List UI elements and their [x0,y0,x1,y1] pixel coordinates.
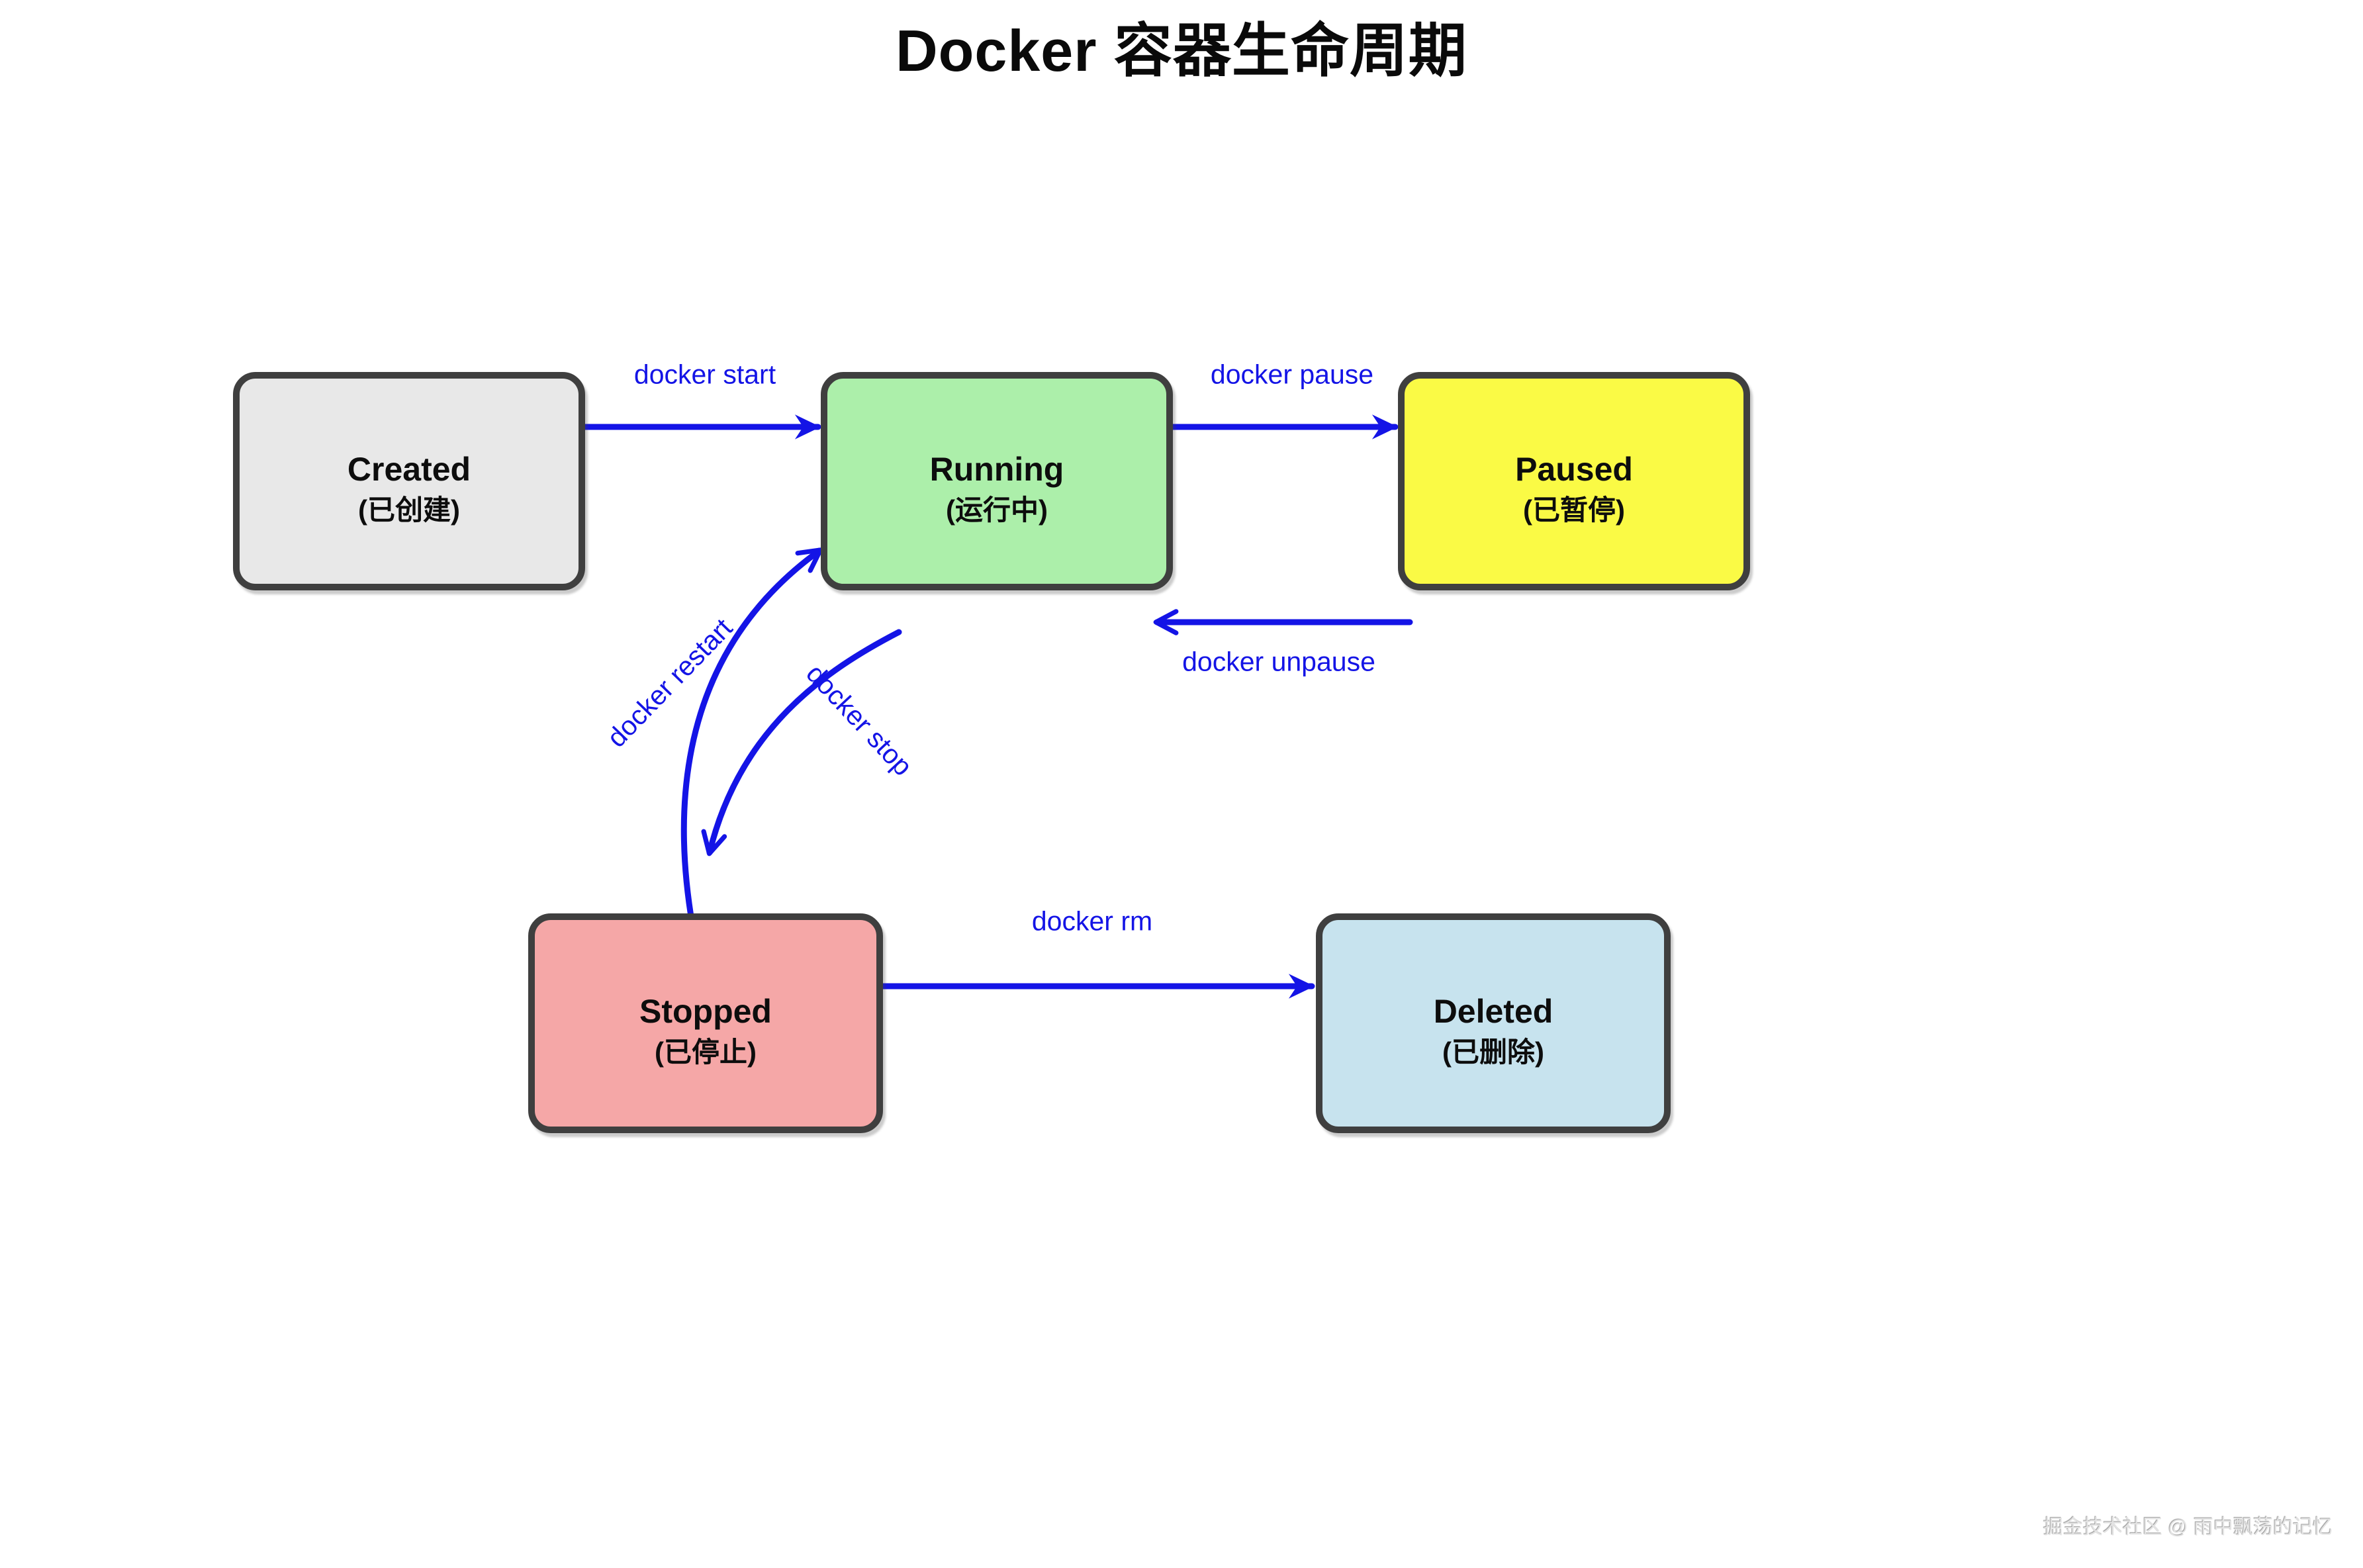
state-node-created: Created (已创建) [233,372,585,590]
docker-rm-label: docker rm [1031,905,1153,937]
docker-restart-arrow [680,547,823,962]
state-name: Deleted [1433,992,1553,1030]
state-node-deleted: Deleted (已删除) [1316,913,1671,1133]
state-name-zh: (已停止) [655,1037,757,1068]
docker-pause-label: docker pause [1210,359,1374,390]
state-node-running: Running (运行中) [821,372,1173,590]
state-name: Created [347,450,471,488]
docker-unpause-label: docker unpause [1182,646,1375,677]
state-name-zh: (运行中) [946,494,1048,526]
state-name-zh: (已暂停) [1523,494,1625,526]
state-node-stopped: Stopped (已停止) [528,913,883,1133]
watermark: 掘金技术社区 @ 雨中飘荡的记忆 [2043,1516,2333,1538]
page-title: Docker 容器生命周期 [896,18,1467,83]
docker-start-label: docker start [633,359,776,390]
state-name-zh: (已创建) [358,494,460,526]
docker-stop-arrow [701,629,902,856]
state-name: Running [929,450,1064,488]
state-name: Paused [1515,450,1633,488]
state-node-paused: Paused (已暂停) [1398,372,1750,590]
state-name-zh: (已删除) [1442,1037,1544,1068]
state-name: Stopped [639,992,772,1030]
